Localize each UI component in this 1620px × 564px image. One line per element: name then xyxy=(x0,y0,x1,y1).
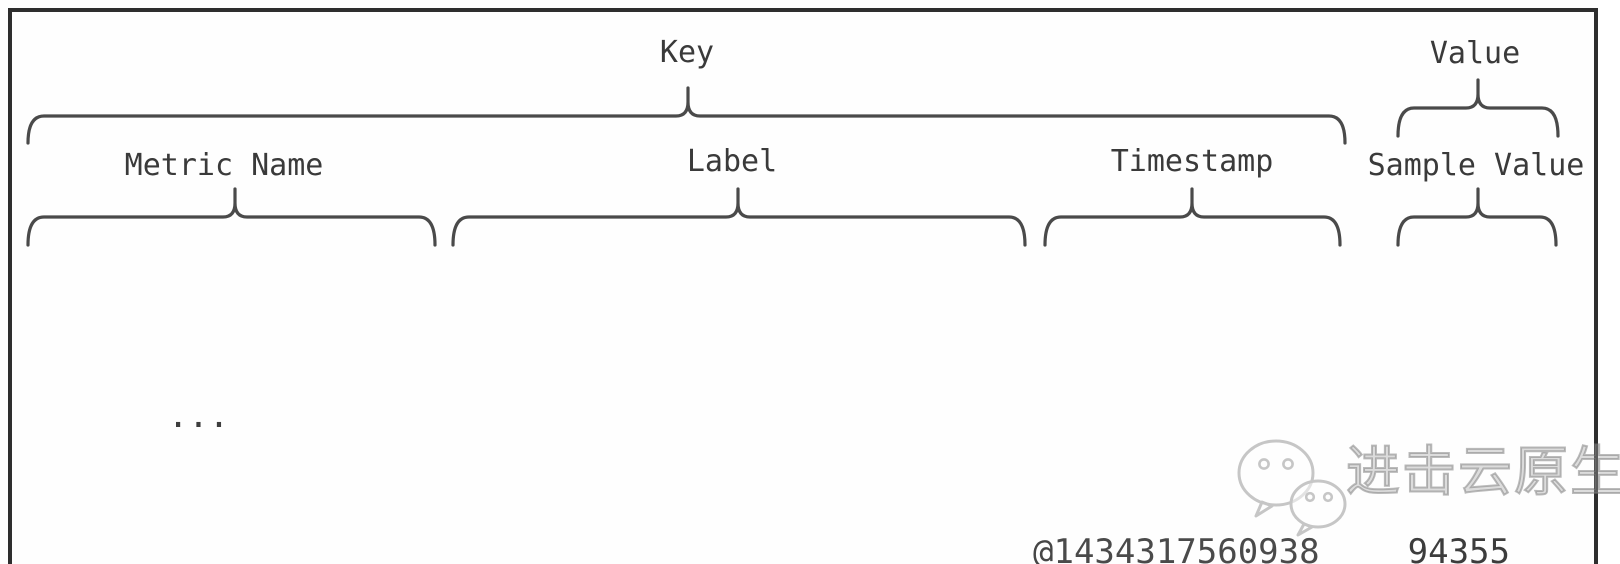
timestamp-at-sign: @ xyxy=(1033,532,1054,564)
sample-row: http_requests_total{status="200",method=… xyxy=(45,530,1510,564)
value-group-label: Value xyxy=(1429,36,1521,71)
sample-value-text: 94355 xyxy=(1407,532,1510,564)
key-group-label: Key xyxy=(659,35,715,70)
ellipsis-row: ... xyxy=(45,349,1109,436)
wechat-icon xyxy=(1237,439,1347,537)
metric-name-column-label: Metric Name xyxy=(124,148,324,183)
samples-list: ... http_requests_total{status="200",met… xyxy=(45,258,1510,564)
timestamp-text: @1434317560938 xyxy=(1033,530,1320,564)
sample-value-column-label: Sample Value xyxy=(1367,148,1585,183)
label-column-label: Label xyxy=(686,144,778,179)
timestamp-column-label: Timestamp xyxy=(1110,144,1274,179)
ellipsis-text: ... xyxy=(167,396,230,437)
timestamp-digits: 1434317560938 xyxy=(1053,532,1320,564)
watermark-text: 进击云原生 xyxy=(1345,440,1620,503)
watermark: 进击云原生 xyxy=(1232,434,1620,544)
